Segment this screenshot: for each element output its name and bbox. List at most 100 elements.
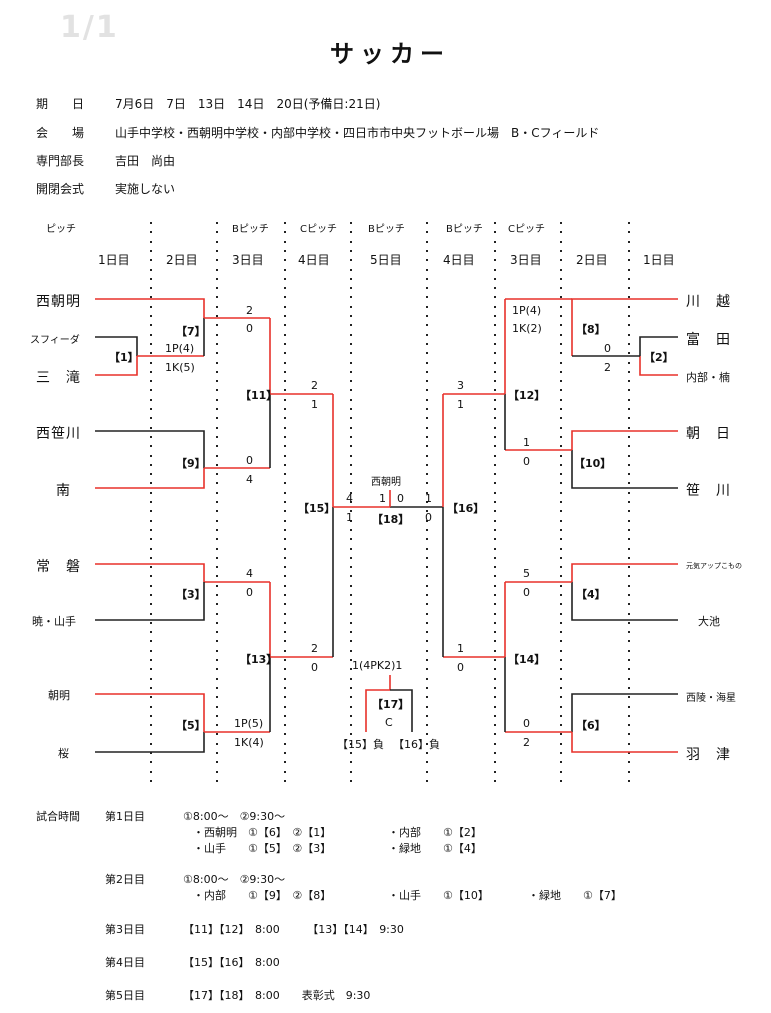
separator-dot (628, 259, 630, 261)
separator-dot (350, 501, 352, 503)
match-1: 【1】 (109, 351, 139, 364)
separator-dot (350, 315, 352, 317)
separator-dot (150, 259, 152, 261)
dates-label: 期 日 (36, 97, 85, 111)
match-7: 【7】 (176, 325, 206, 338)
separator-dot (628, 455, 630, 457)
venue-label: 会 場 (36, 126, 85, 140)
separator-dot (426, 557, 428, 559)
head-value: 吉田 尚由 (115, 154, 176, 168)
separator-dot (216, 780, 218, 782)
separator-dot (216, 613, 218, 615)
separator-dot (350, 687, 352, 689)
separator-dot (350, 464, 352, 466)
separator-dot (350, 510, 352, 512)
separator-dot (284, 296, 286, 298)
separator-dot (628, 315, 630, 317)
schedule-day1-row1b: ・内部 ①【2】 (388, 826, 482, 839)
separator-dot (284, 250, 286, 252)
separator-dot (494, 324, 496, 326)
separator-dot (350, 715, 352, 717)
separator-dot (284, 529, 286, 531)
separator-dot (216, 548, 218, 550)
separator-dot (216, 557, 218, 559)
separator-dot (216, 241, 218, 243)
separator-dot (284, 603, 286, 605)
separator-dot (216, 631, 218, 633)
separator-dot (426, 566, 428, 568)
separator-dot (350, 269, 352, 271)
separator-dot (216, 222, 218, 224)
separator-dot (426, 259, 428, 261)
team-nishisasagawa: 西笹川 (36, 426, 81, 442)
separator-dot (216, 417, 218, 419)
separator-dot (284, 352, 286, 354)
line-utsube (639, 356, 678, 376)
separator-dot (216, 371, 218, 373)
separator-dot (216, 380, 218, 382)
separator-dot (628, 668, 630, 670)
separator-dot (350, 733, 352, 735)
separator-dot (284, 761, 286, 763)
separator-dot (216, 659, 218, 661)
separator-dot (628, 510, 630, 512)
separator-dot (350, 529, 352, 531)
team-sakura: 桜 (58, 747, 69, 760)
separator-dot (560, 455, 562, 457)
separator-dot (560, 613, 562, 615)
separator-dot (284, 659, 286, 661)
separator-dot (494, 529, 496, 531)
separator-dot (426, 575, 428, 577)
separator-dot (350, 445, 352, 447)
separator-dot (150, 771, 152, 773)
separator-dot (426, 678, 428, 680)
line-sasagawa (571, 450, 678, 489)
day-col-3r: 3日目 (510, 253, 542, 267)
match-17: 【17】 (372, 698, 410, 711)
separator-dot (284, 733, 286, 735)
separator-dot (494, 585, 496, 587)
score-m12-bot: 1 (457, 398, 464, 411)
separator-dot (216, 352, 218, 354)
separator-dot (284, 231, 286, 233)
score-m11-bot: 1 (311, 398, 318, 411)
separator-dot (216, 585, 218, 587)
pitch-col-4r: Bピッチ (446, 224, 483, 235)
separator-dot (560, 334, 562, 336)
separator-dot (494, 389, 496, 391)
separator-dot (560, 269, 562, 271)
separator-dot (350, 436, 352, 438)
separator-dot (284, 306, 286, 308)
separator-dot (216, 408, 218, 410)
separator-dot (350, 362, 352, 364)
separator-dot (284, 668, 286, 670)
separator-dot (150, 715, 152, 717)
separator-dot (494, 231, 496, 233)
separator-dot (216, 706, 218, 708)
separator-dot (284, 371, 286, 373)
team-seiryo-kaisei: 西陵・海星 (686, 693, 736, 704)
separator-dot (560, 659, 562, 661)
separator-dot (350, 594, 352, 596)
score-m4-top: 5 (523, 567, 530, 580)
separator-dot (426, 724, 428, 726)
separator-dot (426, 278, 428, 280)
match-10: 【10】 (574, 457, 612, 470)
separator-dot (426, 343, 428, 345)
separator-dot (350, 650, 352, 652)
pitch-label: ピッチ (46, 224, 76, 235)
line-akatsuki (95, 582, 205, 621)
pitch-col-3l: Bピッチ (232, 224, 269, 235)
team-sasagawa: 笹 川 (686, 483, 731, 499)
team-oike: 大池 (698, 615, 720, 628)
separator-dot (560, 529, 562, 531)
separator-dot (284, 324, 286, 326)
separator-dot (150, 473, 152, 475)
separator-dot (216, 306, 218, 308)
separator-dot (150, 529, 152, 531)
separator-dot (284, 706, 286, 708)
separator-dot (350, 389, 352, 391)
separator-dot (216, 771, 218, 773)
separator-dot (350, 520, 352, 522)
separator-dot (284, 743, 286, 745)
